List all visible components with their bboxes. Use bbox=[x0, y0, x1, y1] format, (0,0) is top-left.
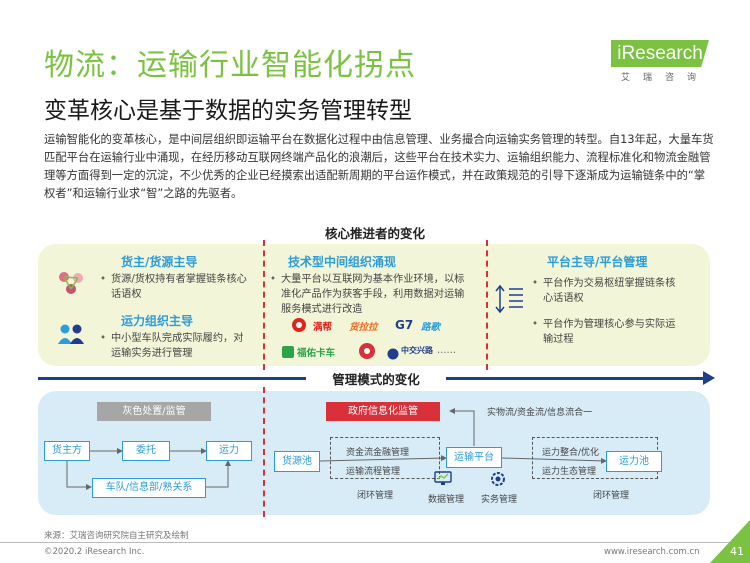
tech-intermediary-bullet: 大量平台以互联网为基本作业环境，以标准化产品作为获客手段，利用数据对运输服务模式… bbox=[270, 272, 466, 317]
logo-fuyou: 福佑卡车 bbox=[297, 348, 336, 359]
platform-led-bullet-1: 平台作为交易枢纽掌握链条核心话语权 bbox=[532, 276, 683, 306]
logo-manbang: 满帮 bbox=[313, 322, 333, 333]
logo-word: iResearch bbox=[611, 40, 709, 67]
page-title: 物流：运输行业智能化拐点 bbox=[44, 48, 416, 83]
capacity-node: 运力 bbox=[206, 441, 252, 461]
page-subtitle: 变革核心是基于数据的实务管理转型 bbox=[44, 98, 412, 124]
fund-mgmt-label: 资金流金融管理 bbox=[346, 448, 410, 458]
page-number: 41 bbox=[730, 545, 744, 558]
data-monitor-icon bbox=[434, 471, 452, 491]
core-divider-left bbox=[263, 240, 265, 370]
process-mgmt-label: 运输流程管理 bbox=[346, 467, 401, 477]
footer-divider bbox=[0, 542, 750, 543]
cargo-network-icon bbox=[56, 270, 86, 300]
capacity-led-heading: 运力组织主导 bbox=[121, 314, 194, 328]
gov-regulation-banner: 政府信息化监管 bbox=[326, 402, 440, 421]
consign-node: 委托 bbox=[122, 441, 170, 461]
shipper-led-bullet: 货源/货权持有者掌握链条核心话语权 bbox=[100, 272, 251, 302]
manbang-logo-icon bbox=[291, 317, 307, 337]
core-divider-right bbox=[486, 240, 488, 370]
data-mgmt-label: 数据管理 bbox=[428, 495, 465, 505]
transport-platform-node: 运输平台 bbox=[446, 447, 502, 468]
timeline-arrow-head bbox=[703, 371, 715, 385]
logo-luge: 路歌 bbox=[421, 322, 441, 333]
gray-regulation-banner: 灰色处置/监管 bbox=[97, 402, 211, 421]
left-closed-loop-box bbox=[330, 437, 440, 479]
platform-led-bullet-2: 平台作为管理核心参与实际运输过程 bbox=[532, 317, 683, 347]
source-note: 来源：艾瑞咨询研究院自主研究及绘制 bbox=[44, 531, 189, 541]
core-section-title: 核心推进者的变化 bbox=[324, 226, 425, 241]
source-pool-node: 货源池 bbox=[274, 451, 320, 472]
ops-mgmt-label: 实务管理 bbox=[481, 495, 518, 505]
mgmt-section-title: 管理模式的变化 bbox=[306, 369, 446, 388]
capacity-pool-node: 运力池 bbox=[606, 451, 662, 472]
fuyou-logo-icon bbox=[281, 344, 295, 363]
logo-cn: 艾瑞咨询 bbox=[621, 73, 710, 83]
shipper-node: 货主方 bbox=[44, 441, 90, 461]
closed-loop-label-1: 闭环管理 bbox=[357, 491, 394, 501]
platform-logos: 满帮 货拉拉 G7 路歌 福佑卡车 中交兴路 …… bbox=[281, 316, 461, 364]
logo-zjxl: 中交兴路 bbox=[401, 346, 433, 355]
capacity-eco-label: 运力生态管理 bbox=[542, 467, 597, 477]
logo-huolala: 货拉拉 bbox=[349, 322, 378, 333]
zjxl-logo-icon bbox=[387, 345, 399, 364]
intro-paragraph: 运输智能化的变革核心，是中间层组织即运输平台在数据化过程中由信息管理、业务撮合向… bbox=[44, 133, 714, 200]
red-circle-logo-icon bbox=[358, 342, 376, 364]
platform-led-heading: 平台主导/平台管理 bbox=[547, 255, 648, 269]
mgmt-divider bbox=[263, 387, 265, 517]
site-url[interactable]: www.iresearch.com.cn bbox=[604, 547, 700, 557]
capacity-match-label: 运力整合/优化 bbox=[542, 448, 600, 458]
logo-g7: G7 bbox=[395, 318, 414, 332]
capacity-led-bullet: 中小型车队完成实际履约，对运输实务进行管理 bbox=[100, 331, 251, 361]
closed-loop-label-2: 闭环管理 bbox=[593, 491, 630, 501]
team-icon bbox=[57, 322, 85, 350]
iresearch-logo: iResearch 艾瑞咨询 bbox=[611, 40, 709, 84]
shipper-led-heading: 货主/货源主导 bbox=[121, 255, 198, 269]
tech-intermediary-heading: 技术型中间组织涌现 bbox=[288, 255, 397, 269]
logo-more: …… bbox=[437, 345, 456, 356]
flow-unify-label: 实物流/资金流/信息流合一 bbox=[487, 408, 593, 418]
copyright: ©2020.2 iResearch Inc. bbox=[44, 547, 145, 557]
fleet-node: 车队/信息部/熟关系 bbox=[92, 478, 206, 498]
updown-list-icon bbox=[495, 283, 525, 319]
ops-gear-icon bbox=[490, 471, 506, 491]
